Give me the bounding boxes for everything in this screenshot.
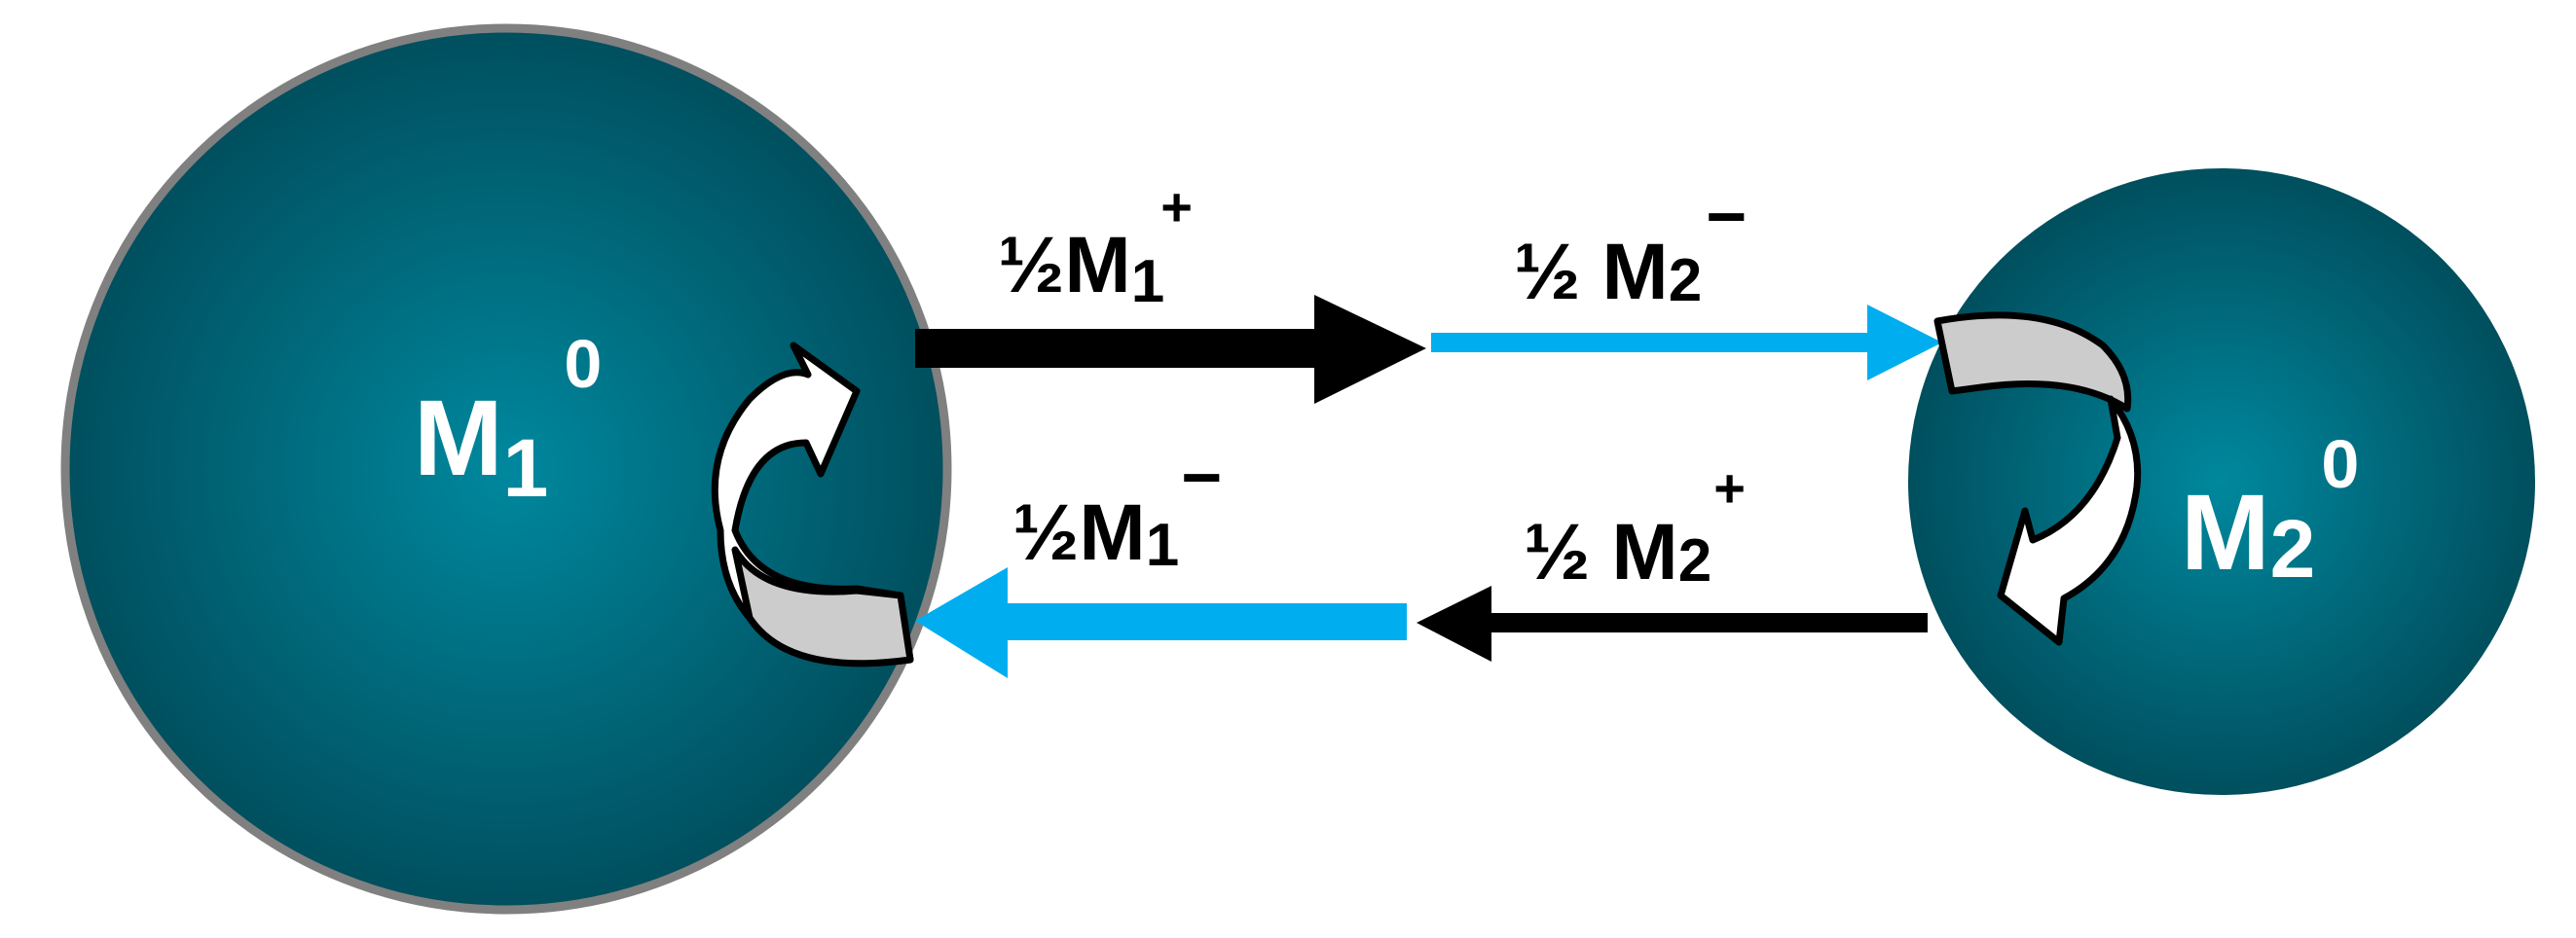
left-sphere-shape [60, 23, 952, 915]
bottom-left-superscript: − [1181, 439, 1222, 517]
left-sphere-subscript: 1 [503, 422, 549, 514]
top-right-half: ½ [1514, 228, 1580, 316]
left-curl-arrow-icon [711, 342, 914, 667]
bottom-left-half: ½ [1012, 488, 1079, 577]
bottom-left-arrow-label: ½M1− [1012, 439, 1222, 579]
bottom-right-superscript: + [1713, 457, 1746, 519]
left-sphere-superscript: 0 [564, 326, 602, 402]
right-sphere: M20 [1908, 168, 2535, 795]
right-sphere-label: M20 [2181, 426, 2359, 595]
right-curl-arrow-icon [1933, 311, 2142, 646]
left-curl-arrow-shade [731, 546, 914, 667]
left-sphere-label: M10 [414, 326, 602, 514]
top-left-arrow-label: ½M1 + [998, 176, 1193, 315]
top-right-subscript: 2 [1669, 247, 1702, 314]
right-curl-arrow-shade [1933, 311, 2132, 413]
top-right-symbol: M [1601, 228, 1668, 316]
left-sphere-symbol: M [414, 379, 503, 498]
right-sphere-superscript: 0 [2321, 426, 2359, 502]
left-sphere: M10 [60, 23, 952, 915]
right-sphere-subscript: 2 [2270, 503, 2316, 595]
right-curl-arrow-body [1997, 395, 2142, 646]
top-left-superscript: + [1160, 176, 1193, 237]
top-left-subscript: 1 [1131, 248, 1164, 315]
top-black-arrow [915, 295, 1426, 404]
top-right-superscript: − [1706, 178, 1747, 256]
right-sphere-symbol: M [2181, 473, 2270, 593]
bottom-right-half: ½ [1524, 508, 1590, 596]
bottom-right-symbol: M [1611, 508, 1677, 596]
bottom-black-arrow [1417, 586, 1928, 662]
top-left-half: ½ [998, 221, 1064, 309]
bottom-left-symbol: M [1079, 488, 1145, 577]
top-blue-arrow [1431, 305, 1942, 380]
bottom-left-subscript: 1 [1146, 512, 1179, 579]
top-left-symbol: M [1064, 221, 1130, 309]
bottom-right-subscript: 2 [1678, 527, 1711, 595]
bottom-blue-arrow [915, 567, 1407, 678]
